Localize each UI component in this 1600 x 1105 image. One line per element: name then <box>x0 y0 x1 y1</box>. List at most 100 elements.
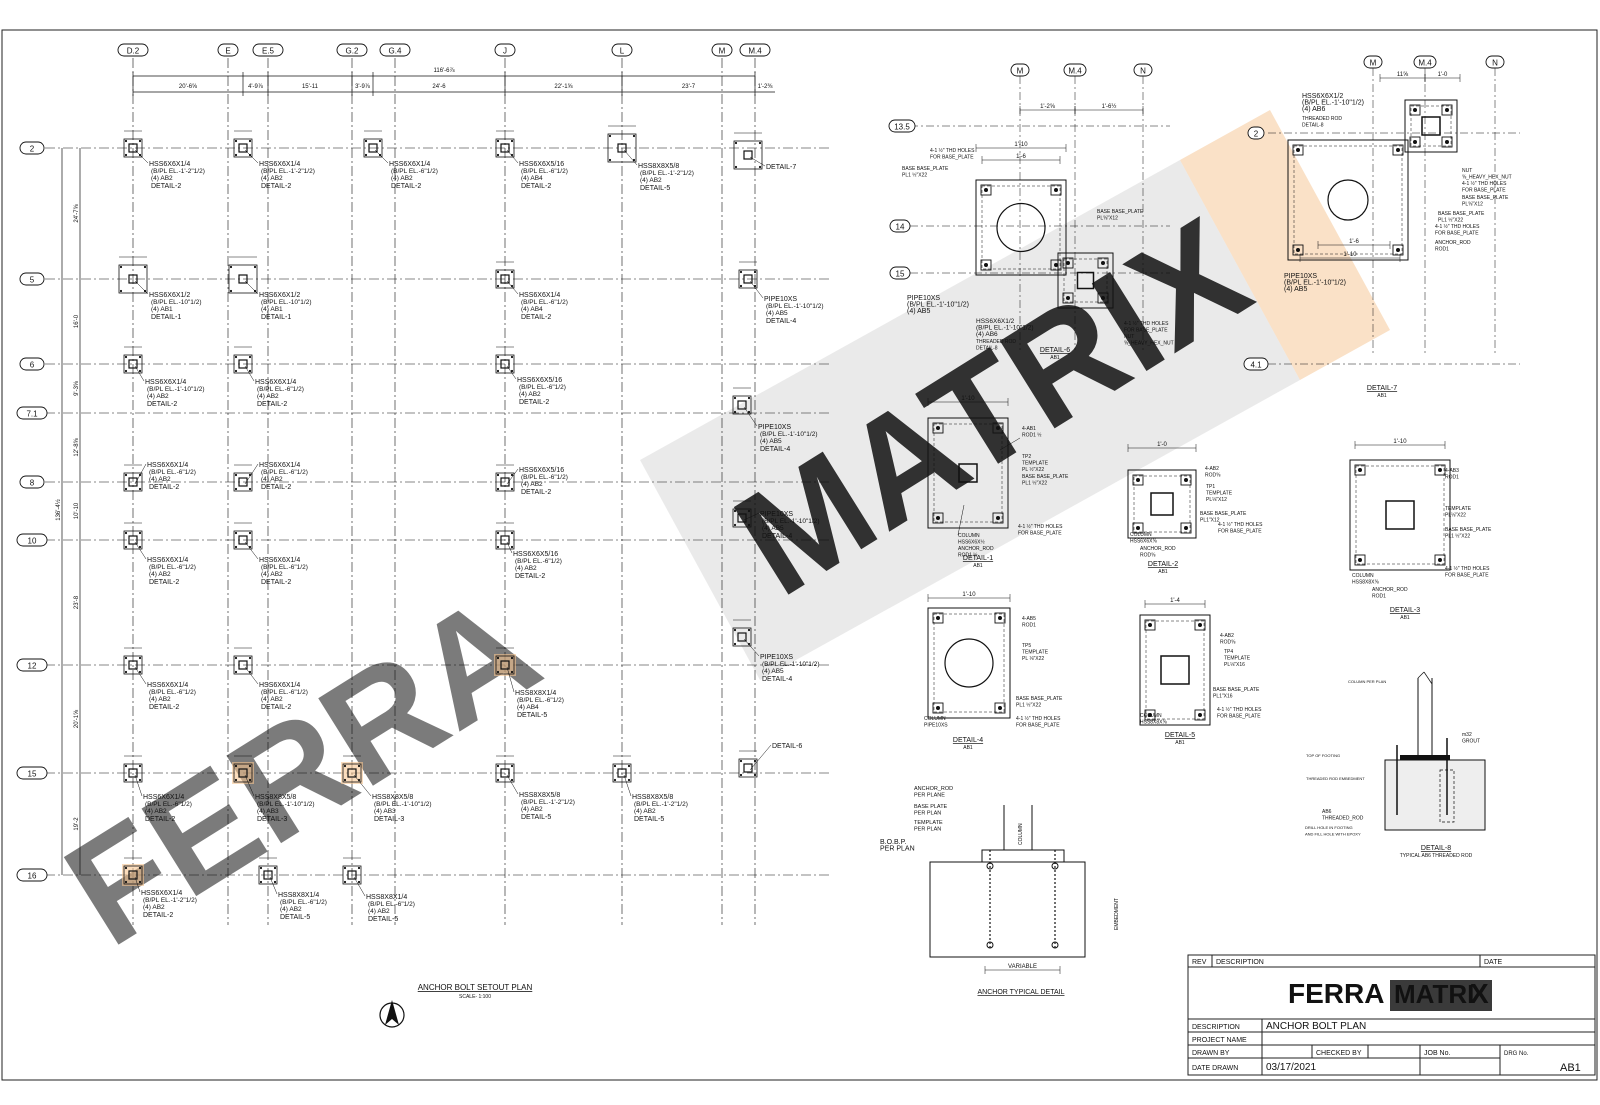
callout-bolts: (4) AB2 <box>147 393 169 400</box>
note-n12: FOR BASE_PLATE <box>1445 573 1489 579</box>
note-n16: ⅝_HEAVY_HEX_NUT <box>1124 341 1174 347</box>
line <box>353 876 366 897</box>
line <box>353 774 372 797</box>
callout-bolts: (4) AB2 <box>145 808 167 815</box>
line <box>244 463 259 485</box>
callout-detail-ref: DETAIL-2 <box>147 401 177 408</box>
line <box>244 280 259 295</box>
note-n8: COLUMN <box>924 716 946 722</box>
callout-bolts: (4) AB2 <box>515 565 537 572</box>
note-n1: 4-AB1 <box>1022 426 1036 432</box>
callout-elevation: (B/PL EL.-10"1/2) <box>261 299 311 306</box>
embedment-label: EMBEDMENT <box>1114 898 1120 930</box>
column-marker: HSS6X6X1/4(B/PL EL.-6"1/2)(4) AB2DETAIL-… <box>123 647 196 711</box>
column-marker: HSS6X6X5/16(B/PL EL.-6"1/2)(4) AB4DETAIL… <box>495 130 568 190</box>
detail-subtitle: AB1 <box>1158 569 1168 575</box>
detail-6-grid-row: 15 <box>889 266 911 280</box>
line <box>623 149 638 166</box>
column-marker: HSS8X8X5/8(B/PL EL.-1'-2"1/2)(4) AB2DETA… <box>495 755 575 821</box>
callout-member: HSS6X6X1/4 <box>259 557 300 564</box>
dim-label: 1'-6 <box>1016 154 1026 160</box>
column-marker: HSS6X6X1/4(B/PL EL.-6"1/2)(4) AB2DETAIL-… <box>123 462 196 492</box>
callout-elevation: (B/PL EL.-6"1/2) <box>521 168 568 175</box>
col-dim: 22'-1⅝ <box>554 84 573 90</box>
callout-detail-ref: DETAIL-1 <box>151 314 181 321</box>
grid-bubble-row: 12 <box>16 658 48 672</box>
col-dim: 24'-6 <box>432 84 446 90</box>
callout-member: HSS6X6X5/16 <box>513 551 558 558</box>
grid-bubble-col: D.2 <box>117 43 149 57</box>
note-n1: HSS6X6X1/2 <box>1302 93 1343 100</box>
note-n10: 4-1 ½" THD HOLES <box>1217 706 1262 713</box>
line <box>134 666 147 685</box>
detail-7-grid-row: 2 <box>1247 126 1265 140</box>
dim-label: VARIABLE <box>1008 964 1037 970</box>
note-n8: 4-1 ½" THD HOLES <box>1462 180 1507 187</box>
title-block: REV DESCRIPTION DATE FERRA MATRI X DESCR… <box>1187 954 1596 1076</box>
callout-detail-ref: DETAIL-2 <box>261 183 291 190</box>
note-n9: FOR BASE_PLATE <box>1462 188 1506 194</box>
note-n12: BASE BASE_PLATE <box>1438 211 1485 217</box>
line <box>244 149 259 164</box>
row-dim: 19'-2 <box>74 817 80 831</box>
grid-bubble-row: 15 <box>16 766 48 780</box>
note-n6: NUT <box>1462 168 1472 174</box>
note-n1: 4-AB5 <box>1022 616 1036 622</box>
note-n10: ANCHOR_ROD <box>1140 546 1176 552</box>
callout-member: DETAIL-6 <box>772 743 802 750</box>
line <box>244 774 255 797</box>
column-marker: DETAIL-7 <box>733 132 796 171</box>
sheet-border <box>1 29 1598 1081</box>
note-n9: HSS6X6X½ <box>958 539 986 546</box>
column-marker: HSS6X6X5/16(B/PL EL.-6"1/2)(4) AB2DETAIL… <box>495 346 566 406</box>
callout-bolts: (4) AB2 <box>149 476 171 483</box>
callout-bolts: (4) AB2 <box>257 393 279 400</box>
note-n9: HSS8X8X⅝ <box>1140 720 1168 726</box>
line <box>506 468 519 485</box>
column-marker: HSS6X6X1/4(B/PL EL.-1'-2"1/2)(4) AB2DETA… <box>123 130 205 190</box>
callout-member: HSS6X6X5/16 <box>519 467 564 474</box>
line <box>506 774 519 795</box>
column-marker: HSS6X6X1/2(B/PL EL.-10"1/2)(4) AB1DETAIL… <box>228 256 311 321</box>
grid-bubble-col: M <box>711 43 733 57</box>
column-marker: HSS6X6X5/16(B/PL EL.-6"1/2)(4) AB2DETAIL… <box>495 522 562 580</box>
note-n6: BASE BASE_PLATE <box>1022 474 1069 480</box>
note-n13: BASE BASE_PLATE <box>1097 209 1144 215</box>
callout-elevation: (B/PL EL.-6"1/2) <box>261 469 308 476</box>
dim-label: 1'-2⅝ <box>1040 104 1056 110</box>
callout-bolts: (4) AB4 <box>521 175 543 182</box>
col-dim: 15'-11 <box>302 84 319 90</box>
callout-member: HSS6X6X1/4 <box>255 379 296 386</box>
note-n7: (4) AB5 <box>907 308 930 315</box>
callout-elevation: (B/PL EL.-1'-10"1/2) <box>760 431 818 438</box>
callout-detail-ref: DETAIL-5 <box>521 814 551 821</box>
note-n3: TP4 <box>1224 649 1233 655</box>
note-n1: 4-AB2 <box>1220 633 1234 639</box>
callout-elevation: (B/PL EL.-1'-10"1/2) <box>766 303 824 310</box>
row-dim: 23'-8 <box>74 595 80 609</box>
grid-bubble-row: 8 <box>19 475 45 489</box>
line <box>957 504 965 536</box>
note-n2: PER PLANE <box>914 793 945 799</box>
note-n12: DETAIL-8 <box>976 346 998 352</box>
grid-bubble-col-label: G.2 <box>346 47 359 56</box>
dim-label: 1'-6½ <box>1102 103 1117 110</box>
callout-member: HSS8X8X1/4 <box>366 894 407 901</box>
detail-6-grid-row-label: 15 <box>896 270 905 279</box>
overall-dim: 116'-6⅞ <box>433 68 455 74</box>
callout-elevation: (B/PL EL.-6"1/2) <box>521 474 568 481</box>
detail-title: DETAIL-3 <box>1390 607 1420 614</box>
column-marker: HSS6X6X1/4(B/PL EL.-6"1/2)(4) AB2DETAIL-… <box>363 130 438 190</box>
detail-title: DETAIL-8 <box>1421 845 1451 852</box>
note-n18: PIPE10XS <box>1284 273 1317 280</box>
callout-detail-ref: DETAIL-2 <box>261 484 291 491</box>
note-n10: (4) AB6 <box>976 331 998 338</box>
line <box>623 774 632 797</box>
note-n3: BASE PLATE <box>914 804 948 810</box>
grid-bubble-row-label: 5 <box>30 276 35 285</box>
grid-bubble-col-label: M <box>719 47 726 56</box>
tb-drawn-label: DRAWN BY <box>1192 1050 1230 1057</box>
